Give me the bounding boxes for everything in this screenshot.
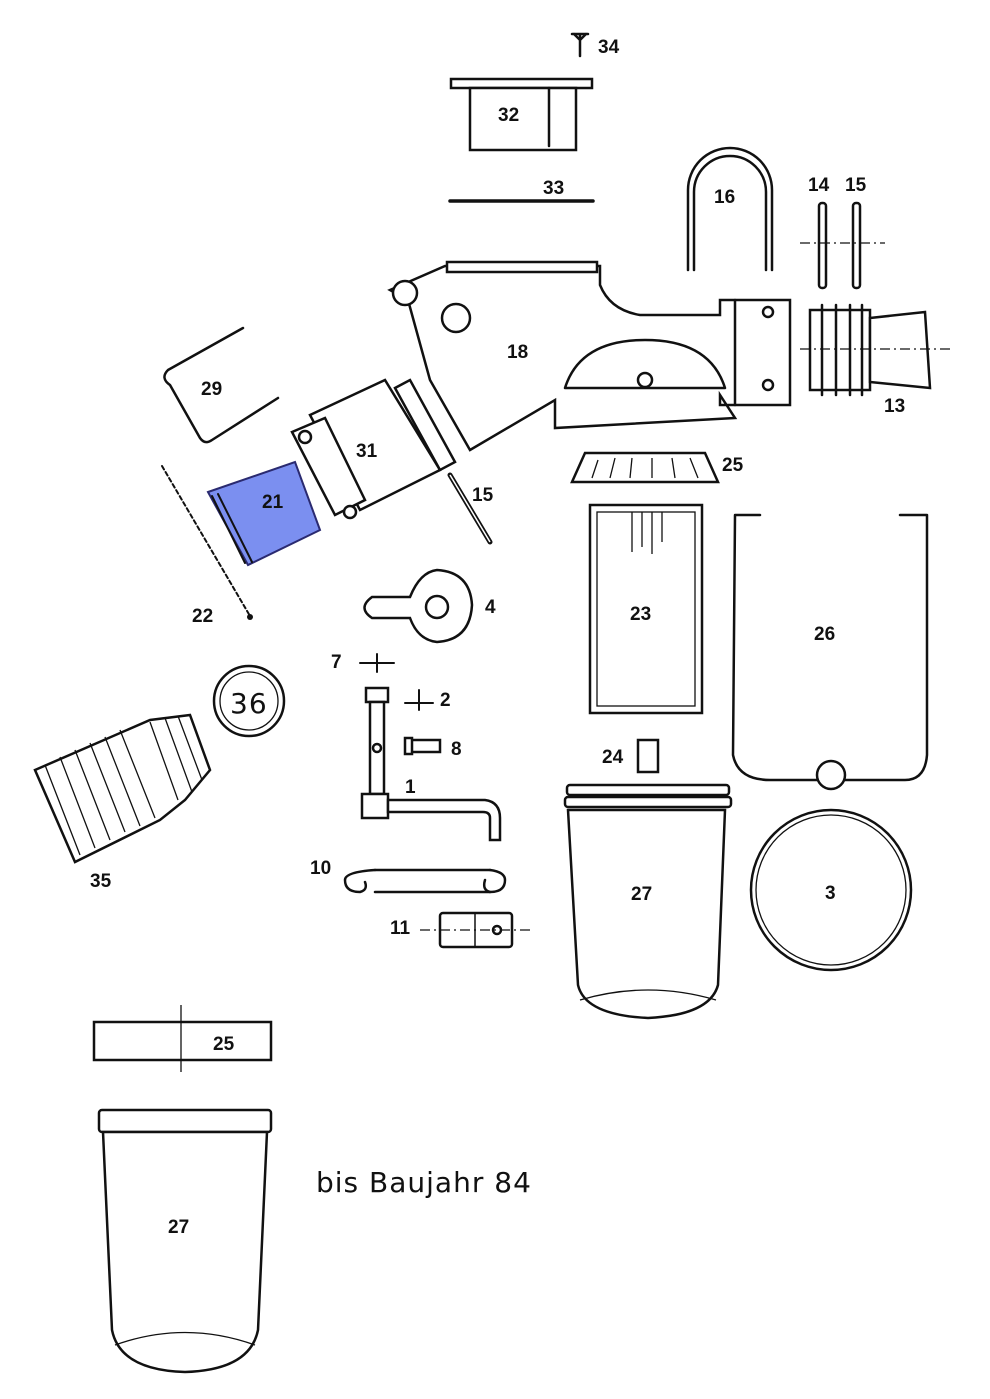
part-25-ring-old[interactable]: 25 — [92, 1005, 273, 1072]
label-13: 13 — [884, 396, 905, 417]
part-7-seal[interactable]: 7 — [331, 652, 395, 673]
label-29: 29 — [201, 379, 222, 400]
note-bis-baujahr: bis Baujahr 84 — [316, 1166, 532, 1199]
label-32: 32 — [498, 105, 519, 126]
part-14-15-o-rings[interactable]: 14 15 — [800, 175, 885, 290]
part-18-pump-body[interactable]: 18 — [387, 260, 792, 452]
label-16: 16 — [714, 187, 735, 208]
label-22: 22 — [192, 606, 213, 627]
label-15-bottom: 15 — [472, 485, 494, 506]
label-35: 35 — [90, 871, 112, 892]
part-10-spring[interactable]: 10 — [310, 858, 507, 894]
part-15-pin[interactable]: 15 — [447, 472, 494, 545]
part-26-bail-handle[interactable]: 26 — [731, 513, 929, 791]
part-27-bowl-old[interactable]: 27 — [97, 1108, 273, 1374]
label-23: 23 — [630, 604, 651, 625]
label-26: 26 — [814, 624, 835, 645]
part-34-screw[interactable]: 34 — [570, 32, 620, 58]
part-35-bellows[interactable]: 35 — [33, 713, 212, 892]
label-1: 1 — [405, 777, 416, 798]
part-16-u-clip[interactable]: 16 — [686, 146, 774, 272]
part-3-ring[interactable]: 3 — [749, 808, 913, 972]
label-31: 31 — [356, 441, 378, 462]
label-25-top: 25 — [722, 455, 744, 476]
part-13-hose-connector[interactable]: 13 — [800, 303, 950, 417]
part-21-valve-highlighted[interactable]: 21 — [206, 460, 322, 567]
label-27-bottom: 27 — [168, 1217, 189, 1238]
label-36: 36 — [230, 687, 268, 720]
label-7: 7 — [331, 652, 342, 673]
part-33-gasket[interactable]: 33 — [448, 178, 595, 203]
part-36-disc[interactable]: 36 — [212, 664, 286, 738]
part-4-knob[interactable]: 4 — [363, 568, 497, 644]
part-24-clip[interactable]: 24 — [602, 738, 660, 774]
part-31-coupling[interactable]: 31 — [290, 378, 457, 520]
label-11: 11 — [390, 918, 411, 939]
label-27-top: 27 — [631, 884, 652, 905]
label-10: 10 — [310, 858, 331, 879]
part-11-sleeve[interactable]: 11 — [390, 911, 530, 949]
label-4: 4 — [485, 597, 496, 618]
part-8-bolt[interactable]: 8 — [403, 736, 462, 760]
label-24: 24 — [602, 747, 624, 768]
label-18: 18 — [507, 342, 528, 363]
label-34: 34 — [598, 37, 620, 58]
part-27-bowl[interactable]: 27 — [563, 783, 733, 1020]
part-23-filter[interactable]: 23 — [588, 503, 704, 715]
label-15-top: 15 — [845, 175, 867, 196]
label-14: 14 — [808, 175, 830, 196]
label-33: 33 — [543, 178, 564, 199]
part-32-cover[interactable]: 32 — [449, 77, 594, 152]
part-25-ring[interactable]: 25 — [570, 451, 744, 484]
part-29-clip[interactable]: 29 — [163, 326, 280, 444]
part-2-seal[interactable]: 2 — [404, 689, 451, 711]
label-21: 21 — [262, 492, 284, 513]
label-2: 2 — [440, 690, 451, 711]
part-22-gasket[interactable]: 22 — [161, 465, 253, 627]
label-25-bottom: 25 — [213, 1034, 235, 1055]
label-8: 8 — [451, 739, 462, 760]
part-1-drain-tap[interactable]: 1 — [360, 686, 502, 842]
label-3: 3 — [825, 883, 836, 904]
